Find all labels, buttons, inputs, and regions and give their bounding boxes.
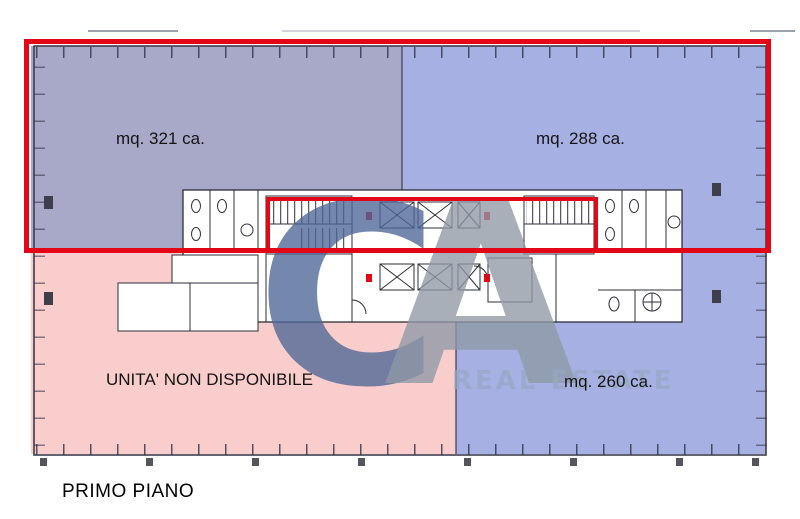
window-mullions-bottom (36, 444, 765, 455)
window-mullions-top (36, 47, 765, 58)
zone-label-bottom-left: UNITA' NON DISPONIBILE (106, 370, 313, 389)
entry-markers (366, 212, 490, 282)
floor-title: PRIMO PIANO (62, 481, 195, 502)
facade-support-marks (40, 458, 759, 466)
elevator-bank-icon (379, 201, 481, 291)
column-marks (44, 183, 721, 305)
window-mullions-left (34, 58, 45, 446)
partition-walls (401, 47, 457, 454)
window-mullions-right (756, 58, 767, 446)
zone-label-top-right: mq. 288 ca. (536, 129, 625, 148)
rooms-bottom-left (117, 254, 259, 332)
stairs-left-icon (265, 195, 353, 255)
zone-label-top-left: mq. 321 ca. (116, 129, 205, 148)
zone-label-bottom-right: mq. 260 ca. (564, 372, 653, 391)
